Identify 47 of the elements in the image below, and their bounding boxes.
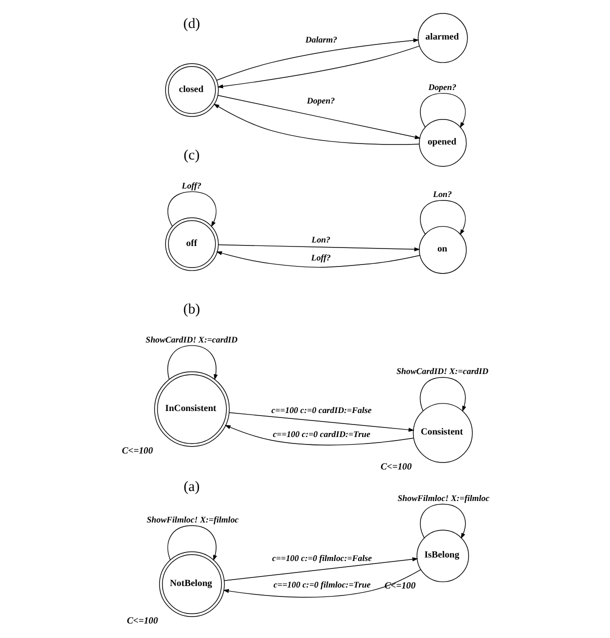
arrow xyxy=(166,345,218,380)
edge-label: c==100 c:=0 cardID:=True xyxy=(272,429,370,440)
arrow xyxy=(166,191,216,228)
arrow xyxy=(224,424,414,446)
edge-label: c==100 c:=0 cardID:=False xyxy=(270,405,372,416)
edge-label: ShowFilmloc! X:=filmloc xyxy=(146,514,238,524)
node-circle: opened xyxy=(418,118,466,167)
arrow xyxy=(212,104,420,145)
edge-label: ShowCardID! X:=cardID xyxy=(145,334,238,344)
edge-label: Lon? xyxy=(432,189,452,200)
label: (a) xyxy=(183,478,200,495)
arrow xyxy=(216,46,420,88)
arrow xyxy=(419,200,466,236)
arrow xyxy=(216,251,420,268)
edge-label: Dopen? xyxy=(306,96,334,106)
node-circle: NotBelong xyxy=(158,551,224,617)
node-circle: IsBelong xyxy=(416,530,468,582)
edge-label: Loff? xyxy=(181,180,201,191)
edge-label: Dopen? xyxy=(428,82,456,92)
label: (b) xyxy=(182,302,200,318)
node-label: C<=100 xyxy=(121,446,152,456)
edge-label: c==100 c:=0 filmloc:=True xyxy=(273,580,370,590)
arrow xyxy=(216,38,419,81)
node-label: C<=100 xyxy=(384,582,416,592)
label: (c) xyxy=(183,148,200,164)
arrow xyxy=(419,376,466,412)
arrow xyxy=(419,92,466,128)
edge-label: Dalarm? xyxy=(304,34,337,45)
edge-label: ShowFilmloc! X:=filmloc xyxy=(397,492,490,503)
node-circle: Consistent xyxy=(412,403,472,463)
edge-label: Lon? xyxy=(311,234,330,244)
arrow xyxy=(419,504,466,539)
node-label: C<=100 xyxy=(380,462,412,472)
label: (d) xyxy=(182,16,200,32)
arrow xyxy=(228,412,414,432)
arrow xyxy=(217,95,420,140)
arrow xyxy=(166,525,217,561)
node-circle: on xyxy=(418,226,466,274)
node-circle: off xyxy=(164,217,218,271)
arrow xyxy=(218,244,420,252)
edge-label: c==100 c:=0 filmloc:=False xyxy=(272,552,372,563)
node-label: C<=100 xyxy=(126,616,158,626)
arrow xyxy=(222,569,421,598)
node-circle: alarmed xyxy=(417,13,468,63)
arrow xyxy=(223,557,418,581)
edge-label: ShowCardID! X:=cardID xyxy=(396,366,488,376)
edge-label: Loff? xyxy=(310,252,330,263)
